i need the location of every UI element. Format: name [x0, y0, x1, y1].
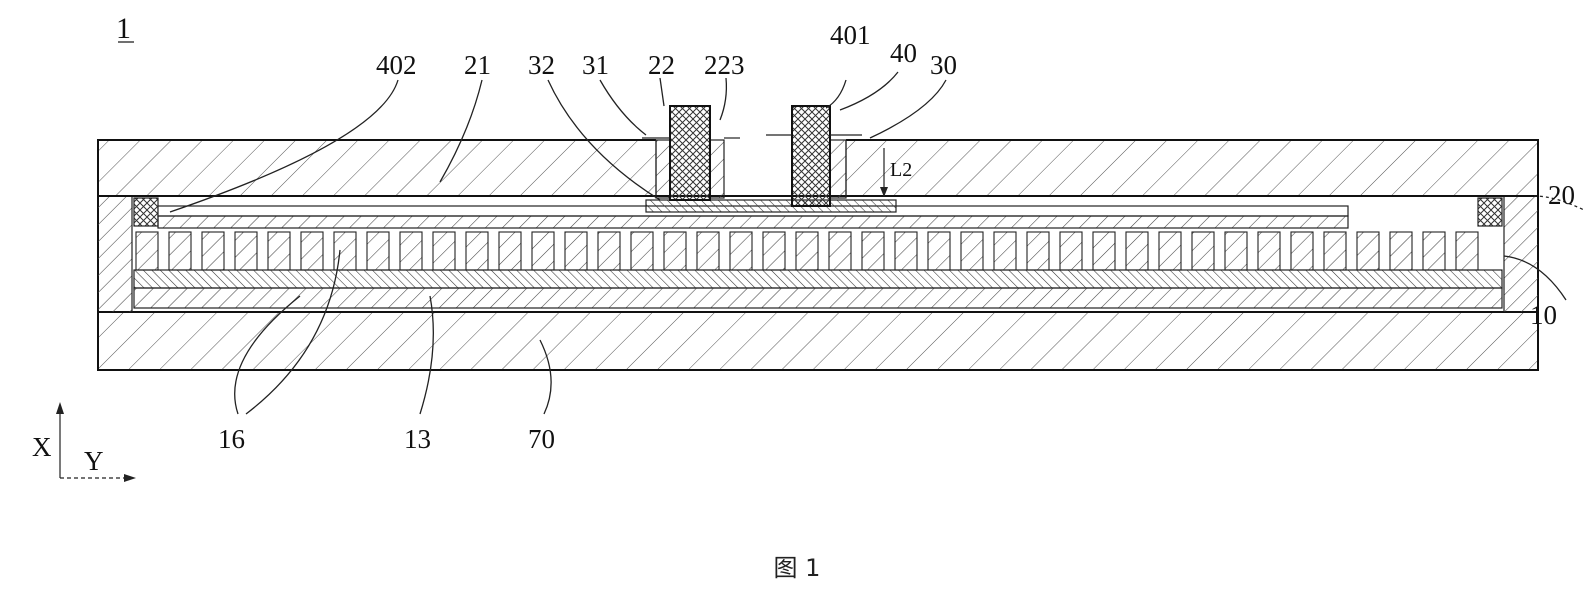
cell-column [862, 232, 884, 270]
cell-column [268, 232, 290, 270]
cell-column [829, 232, 851, 270]
seal-right [1478, 198, 1502, 226]
cell-column [169, 232, 191, 270]
label-21: 21 [464, 50, 491, 80]
cell-column [961, 232, 983, 270]
cell-column [1093, 232, 1115, 270]
cell-column [1423, 232, 1445, 270]
cell-column [763, 232, 785, 270]
cell-column [1324, 232, 1346, 270]
figure-caption: 图 1 [0, 548, 1594, 583]
cell-column [895, 232, 917, 270]
cell-column [598, 232, 620, 270]
cell-column [334, 232, 356, 270]
axis-indicator: X Y [32, 402, 136, 482]
cell-column [499, 232, 521, 270]
cell-column [1027, 232, 1049, 270]
label-16: 16 [218, 424, 245, 454]
cell-column [1060, 232, 1082, 270]
cell-column [367, 232, 389, 270]
cell-column [697, 232, 719, 270]
cell-column [136, 232, 158, 270]
label-223: 223 [704, 50, 745, 80]
label-70: 70 [528, 424, 555, 454]
terminal-sleeve-left [656, 140, 670, 198]
terminal-22 [670, 106, 710, 200]
substrate-70 [98, 312, 1538, 370]
connector-32 [646, 200, 896, 212]
cell-column [730, 232, 752, 270]
cell-column [1357, 232, 1379, 270]
label-30: 30 [930, 50, 957, 80]
cell-column [565, 232, 587, 270]
cell-column [235, 232, 257, 270]
label-1: 1 [116, 12, 131, 45]
cell-column [1126, 232, 1148, 270]
layer-13-lower [134, 288, 1502, 308]
cell-column [928, 232, 950, 270]
cell-column [1159, 232, 1181, 270]
label-401: 401 [830, 20, 871, 50]
label-402: 402 [376, 50, 417, 80]
cell-column [664, 232, 686, 270]
label-13: 13 [404, 424, 431, 454]
body-10-left-wall [98, 196, 132, 312]
cell-column [1390, 232, 1412, 270]
cell-column [433, 232, 455, 270]
cell-column [301, 232, 323, 270]
cell-column [532, 232, 554, 270]
cell-column [796, 232, 818, 270]
cell-column [202, 232, 224, 270]
axis-x-label: X [32, 432, 52, 462]
cell-array-16 [136, 232, 1478, 270]
terminal-sleeve-right [830, 140, 846, 198]
cell-column [1291, 232, 1313, 270]
body-10-right-wall [1504, 196, 1538, 312]
terminal-sleeve-mid [710, 140, 724, 198]
cell-column [1225, 232, 1247, 270]
terminal-40 [792, 106, 830, 206]
cell-column [1192, 232, 1214, 270]
label-20: 20 [1548, 180, 1575, 210]
label-40: 40 [890, 38, 917, 68]
cell-column [466, 232, 488, 270]
cell-column [400, 232, 422, 270]
seal-left [134, 198, 158, 226]
label-31: 31 [582, 50, 609, 80]
electrode-plate-402-lower [158, 216, 1348, 228]
cell-column [1456, 232, 1478, 270]
layer-13 [134, 270, 1502, 288]
dimension-l2-label: L2 [890, 159, 912, 181]
label-32: 32 [528, 50, 555, 80]
label-10: 10 [1530, 300, 1557, 330]
cell-column [994, 232, 1016, 270]
label-22: 22 [648, 50, 675, 80]
cell-column [1258, 232, 1280, 270]
axis-y-label: Y [84, 446, 104, 476]
cell-column [631, 232, 653, 270]
